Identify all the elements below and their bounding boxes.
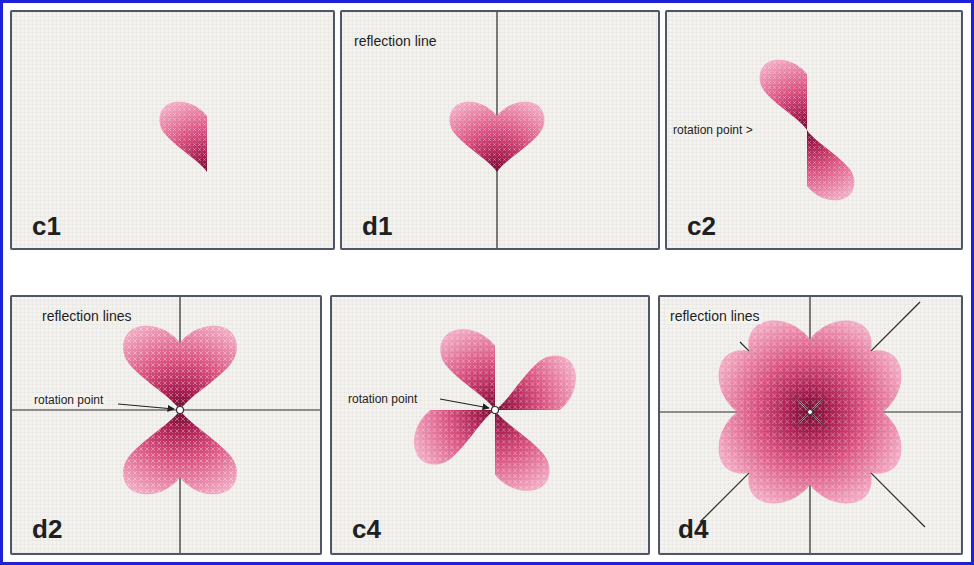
fabric-ground bbox=[10, 10, 963, 555]
panel-label: c4 bbox=[352, 515, 381, 544]
rotated-petal-motif bbox=[760, 60, 855, 201]
reflection-line bbox=[12, 12, 961, 553]
panel-label: d2 bbox=[32, 515, 62, 544]
rotation-label: rotation point bbox=[32, 394, 105, 407]
pattern-panel: c1 bbox=[10, 10, 335, 250]
reflection-label: reflection lines bbox=[42, 309, 132, 324]
pattern-panel: reflection lines rotation point d2 bbox=[10, 295, 322, 555]
rotation-label: rotation point bbox=[348, 393, 417, 406]
double-heart-motif bbox=[123, 326, 237, 495]
half-petal-motif bbox=[160, 102, 207, 172]
rotation-label: rotation point > bbox=[673, 124, 753, 137]
rotation-point-dot bbox=[177, 407, 813, 415]
reflection-label: reflection lines bbox=[668, 309, 762, 324]
pattern-panel: rotation point c4 bbox=[330, 295, 650, 555]
pattern-panel: reflection lines d4 bbox=[658, 295, 963, 555]
heart-motif bbox=[450, 102, 545, 172]
four-heart-motif bbox=[719, 321, 902, 504]
pattern-panel: reflection line d1 bbox=[340, 10, 660, 250]
panel-label: d1 bbox=[362, 212, 392, 241]
pointer-arrow bbox=[118, 399, 489, 409]
panel-label: d4 bbox=[678, 515, 708, 544]
reflection-label: reflection line bbox=[354, 34, 437, 49]
pattern-panel: rotation point > c2 bbox=[665, 10, 963, 250]
panel-label: c1 bbox=[32, 212, 61, 241]
panel-label: c2 bbox=[687, 212, 716, 241]
pinwheel-motif bbox=[414, 329, 576, 491]
